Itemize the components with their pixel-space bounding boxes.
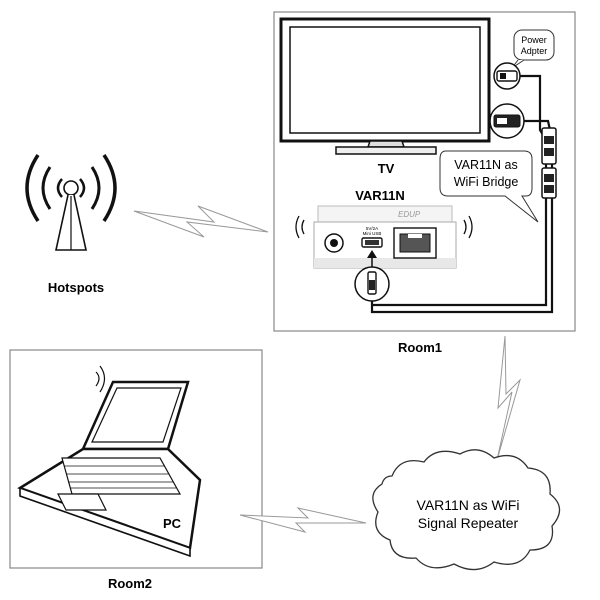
device-port-caption-line2: Mini USB	[363, 231, 382, 236]
wifi-tower-icon	[25, 154, 117, 251]
pc-label: PC	[163, 516, 182, 531]
cable-connector-upper	[541, 127, 557, 165]
tv-icon	[279, 17, 491, 155]
device-logo: EDUP	[398, 210, 421, 219]
hotspots-label: Hotspots	[48, 280, 104, 295]
device-title: VAR11N	[355, 188, 405, 203]
hdmi-plug-icon	[489, 103, 525, 139]
lightning-icon	[239, 507, 367, 533]
repeater-cloud	[372, 449, 561, 571]
lightning-icon	[133, 205, 269, 238]
repeater-label-line2: Signal Repeater	[418, 515, 519, 531]
room2-label: Room2	[108, 576, 152, 591]
lightning-icon	[496, 335, 522, 461]
bridge-label-line2: WiFi Bridge	[454, 175, 519, 189]
bridge-label-line1: VAR11N as	[454, 158, 517, 172]
tv-label: TV	[378, 161, 395, 176]
power-adapter-label-line1: Power	[521, 35, 547, 45]
bridge-callout	[439, 150, 539, 223]
power-adapter-label-line2: Adpter	[521, 46, 548, 56]
laptop-icon	[17, 365, 202, 558]
mini-usb-plug-icon	[354, 250, 390, 302]
usb-plug-icon	[493, 62, 521, 90]
repeater-label-line1: VAR11N as WiFi	[417, 497, 520, 513]
device-port-caption-line1: 5V/2A	[366, 226, 378, 231]
cable-connector-lower	[541, 167, 557, 199]
room1-label: Room1	[398, 340, 442, 355]
signal-waves-icon	[295, 215, 473, 239]
var11n-device	[313, 205, 457, 269]
